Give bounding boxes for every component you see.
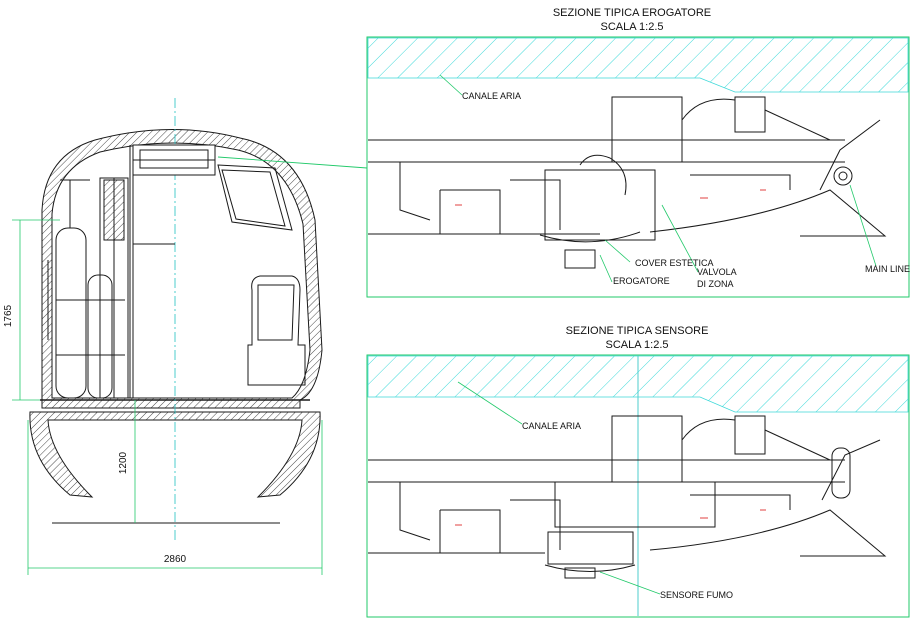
- top-label-cover-estetica: COVER ESTETICA: [635, 258, 714, 268]
- detail-leader: [217, 156, 368, 169]
- bottom-label-sensore-fumo: SENSORE FUMO: [660, 590, 733, 600]
- dim-width: [27, 420, 323, 575]
- gas-cylinder-2: [87, 274, 113, 399]
- gas-cylinder-1: [55, 227, 87, 399]
- top-detail-scale: SCALA 1:2.5: [601, 21, 664, 33]
- top-label-canale-aria: CANALE ARIA: [462, 91, 521, 101]
- dim-height: [12, 219, 60, 401]
- window: [217, 164, 293, 231]
- bottom-hatched-ceiling: [367, 355, 909, 413]
- car-cross-section: [12, 98, 323, 575]
- detail-top-frame: [366, 36, 910, 298]
- label-dim-floor: 1200: [118, 451, 129, 474]
- bottom-detail-title: SEZIONE TIPICA SENSORE: [566, 325, 709, 337]
- top-label-main-line: MAIN LINE: [865, 264, 910, 274]
- car-body-shell: [41, 128, 323, 409]
- bottom-detail-scale: SCALA 1:2.5: [606, 339, 669, 351]
- seat: [247, 275, 306, 386]
- top-label-erogatore: EROGATORE: [613, 276, 670, 286]
- label-dim-width: 2860: [164, 554, 187, 565]
- detail-bottom-frame: [366, 354, 910, 618]
- main-line-pipe: [833, 166, 853, 186]
- top-label-di-zona: DI ZONA: [697, 279, 734, 289]
- detail-erogatore: [366, 36, 910, 298]
- label-dim-height: 1765: [3, 304, 14, 327]
- bottom-label-canale-aria: CANALE ARIA: [522, 421, 581, 431]
- smoke-sensor: [547, 531, 634, 565]
- detail-sensore: [366, 354, 910, 618]
- top-detail-title: SEZIONE TIPICA EROGATORE: [553, 7, 711, 19]
- top-label-valvola: VALVOLA: [697, 267, 737, 277]
- car-lower-skirt: [29, 411, 321, 498]
- top-hatched-ceiling: [367, 37, 909, 93]
